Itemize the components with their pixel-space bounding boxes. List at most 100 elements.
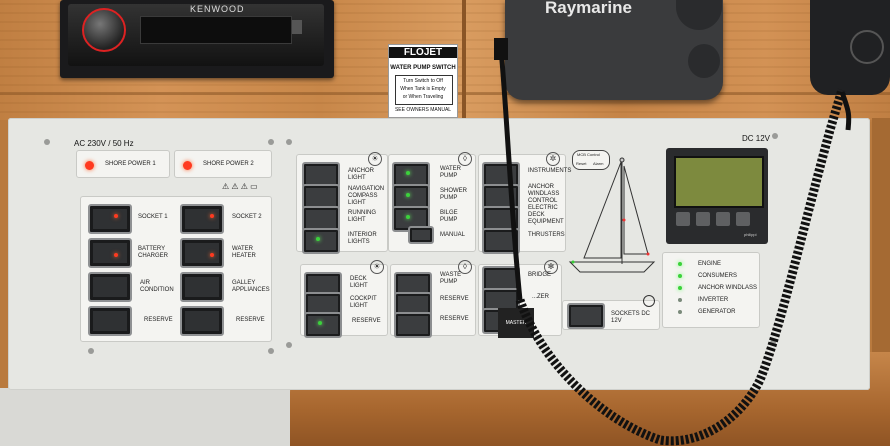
cockpit-light-label: COCKPIT LIGHT: [350, 296, 377, 309]
flojet-text-box: [395, 75, 453, 105]
monitor-button-2[interactable]: [696, 212, 710, 226]
shore-power-1-box: SHORE POWER 1: [76, 150, 170, 178]
breaker-water-heater[interactable]: [180, 238, 224, 268]
fridge-label: BRIDGE: [528, 272, 552, 278]
shower-pump-led: [406, 193, 410, 197]
battery-monitor-screen: [674, 156, 764, 208]
sailboat-diagram: [564, 150, 660, 290]
switch-reserve-g4[interactable]: [304, 312, 342, 338]
switch-shower-pump[interactable]: [392, 184, 430, 210]
reserve-right-label: RESERVE: [236, 317, 265, 323]
switch-bilge-manual[interactable]: [408, 226, 434, 244]
lightbulb-icon: ☀: [368, 152, 382, 166]
flojet-line2: When Tank is Empty: [400, 86, 446, 92]
anchor-windlass-led: [678, 286, 682, 290]
mic-dpad[interactable]: [850, 30, 884, 64]
instruments-label: INSTRUMENTS: [528, 168, 572, 174]
anchor-windlass-control-label: ANCHOR WINDLASS CONTROL: [528, 184, 560, 204]
deck-light-label: DECK LIGHT: [350, 276, 368, 289]
ac-header: AC 230V / 50 Hz: [74, 139, 134, 148]
anchor-windlass-label: ANCHOR WINDLASS: [698, 285, 758, 291]
switch-water-pump[interactable]: [392, 162, 430, 188]
mcb-title: MCB Control: [577, 152, 600, 157]
mcb-control-box: MCB Control Reset Alarm: [572, 150, 610, 170]
switch-sockets-dc[interactable]: [567, 303, 605, 329]
socket-2-label: SOCKET 2: [232, 214, 262, 220]
sockets-label: SOCKETS DC 12V: [611, 311, 651, 324]
flojet-logo: FLOJET: [389, 47, 457, 58]
raymarine-knob[interactable]: [688, 44, 720, 78]
wood-seam: [462, 0, 466, 122]
generator-label: GENERATOR: [698, 309, 736, 315]
engine-label: ENGINE: [698, 261, 722, 267]
screw: [772, 133, 778, 139]
screw: [88, 348, 94, 354]
manual-label: MANUAL: [440, 232, 466, 238]
breaker-air-condition[interactable]: [88, 272, 132, 302]
screw: [286, 342, 292, 348]
switch-interior-lights[interactable]: [302, 228, 340, 254]
screw: [268, 348, 274, 354]
breaker-reserve-left[interactable]: [88, 306, 132, 336]
screw: [286, 139, 292, 145]
breaker-socket-2[interactable]: [180, 204, 224, 234]
water-drop-icon: ◊: [458, 260, 472, 274]
volume-knob[interactable]: [82, 8, 126, 52]
radio-display: [140, 16, 292, 44]
vhf-microphone[interactable]: [810, 0, 890, 95]
engine-led: [678, 262, 682, 266]
interior-lights-led: [316, 237, 320, 241]
inverter-led: [678, 298, 682, 302]
shore-power-1-label: SHORE POWER 1: [105, 161, 156, 167]
water-heater-label: WATER HEATER: [232, 246, 256, 259]
mcb-reset[interactable]: Reset: [576, 161, 587, 166]
water-drop-icon: ◊: [458, 152, 472, 166]
usb-port[interactable]: [292, 20, 302, 34]
monitor-button-4[interactable]: [736, 212, 750, 226]
socket-1-label: SOCKET 1: [138, 214, 168, 220]
warning-icons: ⚠ ⚠ ⚠ ▭: [222, 182, 258, 191]
master-switch[interactable]: MASTER: [498, 308, 534, 338]
dc-header: DC 12V: [742, 134, 771, 143]
shore-power-2-led: [183, 161, 192, 170]
interior-lights-label: INTERIOR LIGHTS: [348, 232, 377, 245]
lower-cabinet: [0, 388, 300, 446]
reserve-g5b-label: RESERVE: [440, 316, 469, 322]
waste-pump-label: WASTE PUMP: [440, 272, 462, 285]
water-pump-led: [406, 171, 410, 175]
breaker-socket-1[interactable]: [88, 204, 132, 234]
reserve-g4-label: RESERVE: [352, 318, 381, 324]
shore-power-1-led: [85, 161, 94, 170]
monitor-button-3[interactable]: [716, 212, 730, 226]
sailboat-illustration: [568, 157, 656, 273]
shore-power-2-box: SHORE POWER 2: [174, 150, 272, 178]
inverter-label: INVERTER: [698, 297, 729, 303]
snowflake-icon: ✻: [544, 260, 558, 274]
galley-appliances-label: GALLEY APPLIANCES: [232, 280, 270, 293]
consumers-label: CONSUMERS: [698, 273, 738, 279]
radio-brand: KENWOOD: [190, 4, 245, 14]
monitor-button-1[interactable]: [676, 212, 690, 226]
monitor-brand: philippi: [744, 232, 757, 237]
battery-charger-led: [114, 253, 118, 257]
sockets-box: SOCKETS DC 12V: [562, 295, 660, 330]
navigation-compass-light-label: NAVIGATION COMPASS LIGHT: [348, 186, 385, 206]
freezer-label: ...ZER: [532, 294, 550, 300]
shore-power-2-label: SHORE POWER 2: [203, 161, 254, 167]
breaker-battery-charger[interactable]: [88, 238, 132, 268]
switch-fridge[interactable]: [482, 266, 520, 292]
switch-reserve-g5b[interactable]: [394, 312, 432, 338]
flojet-footer: SEE OWNERS MANUAL: [394, 107, 452, 113]
lightbulb-icon: ☀: [370, 260, 384, 274]
car-radio[interactable]: KENWOOD: [60, 0, 334, 78]
breaker-reserve-right[interactable]: [180, 306, 224, 336]
power-icon: [643, 295, 655, 307]
wood-side-right: [872, 118, 890, 358]
screw: [268, 139, 274, 145]
air-condition-label: AIR CONDITION: [140, 280, 174, 293]
breaker-galley-appliances[interactable]: [180, 272, 224, 302]
reserve-left-label: RESERVE: [144, 317, 173, 323]
running-light-label: RUNNING LIGHT: [348, 210, 376, 223]
gear-icon: ✲: [546, 152, 560, 166]
flojet-line1: Turn Switch to Off: [403, 78, 443, 84]
